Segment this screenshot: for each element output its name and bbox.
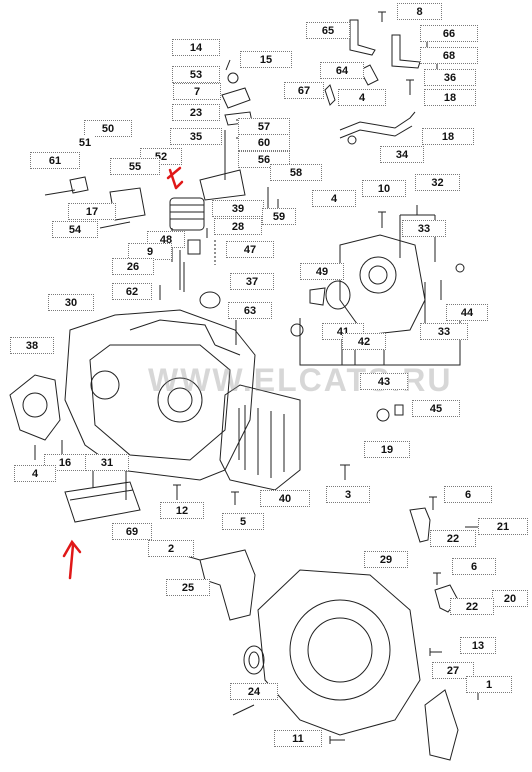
callout-14[interactable]: 14 [172, 39, 220, 56]
callout-8[interactable]: 8 [397, 3, 442, 20]
callout-61[interactable]: 61 [30, 152, 80, 169]
callout-27[interactable]: 27 [432, 662, 474, 679]
callout-40[interactable]: 40 [260, 490, 310, 507]
callout-3[interactable]: 3 [326, 486, 370, 503]
callout-60[interactable]: 60 [238, 134, 290, 151]
callout-47[interactable]: 47 [226, 241, 274, 258]
callout-66[interactable]: 66 [420, 25, 478, 42]
callout-65[interactable]: 65 [306, 22, 350, 39]
callout-7[interactable]: 7 [173, 83, 221, 100]
oil-seal-24 [243, 645, 265, 675]
callout-13[interactable]: 13 [460, 637, 496, 654]
callout-30[interactable]: 30 [48, 294, 94, 311]
callout-25[interactable]: 25 [166, 579, 210, 596]
callout-4c[interactable]: 4 [14, 465, 56, 482]
callout-49[interactable]: 49 [300, 263, 344, 280]
callout-17[interactable]: 17 [68, 203, 116, 220]
callout-57[interactable]: 57 [238, 118, 290, 135]
callout-53[interactable]: 53 [172, 66, 220, 83]
callout-6[interactable]: 6 [444, 486, 492, 503]
callout-55[interactable]: 55 [110, 158, 160, 175]
callout-20[interactable]: 20 [492, 590, 528, 607]
callout-68[interactable]: 68 [420, 47, 478, 64]
callout-37[interactable]: 37 [230, 273, 274, 290]
callout-51[interactable]: 51 [76, 135, 94, 152]
callout-4b[interactable]: 4 [312, 190, 356, 207]
callout-6b[interactable]: 6 [452, 558, 496, 575]
oil-filter-39 [169, 197, 205, 231]
callout-15[interactable]: 15 [240, 51, 292, 68]
callout-22b[interactable]: 22 [450, 598, 494, 615]
callout-39[interactable]: 39 [212, 200, 264, 217]
callout-21[interactable]: 21 [478, 518, 528, 535]
callout-19[interactable]: 19 [364, 441, 410, 458]
red-annotation-x [166, 166, 184, 190]
callout-64[interactable]: 64 [320, 62, 364, 79]
rear-cover [339, 234, 426, 336]
callout-43[interactable]: 43 [360, 373, 408, 390]
oil-pan [219, 384, 301, 491]
callout-18[interactable]: 18 [424, 89, 476, 106]
callout-18b[interactable]: 18 [422, 128, 474, 145]
oil-filter-screen [64, 481, 141, 523]
callout-58[interactable]: 58 [270, 164, 322, 181]
callout-33b[interactable]: 33 [420, 323, 468, 340]
callout-9[interactable]: 9 [128, 243, 172, 260]
callout-23[interactable]: 23 [172, 104, 220, 121]
callout-50[interactable]: 50 [84, 120, 132, 137]
callout-38[interactable]: 38 [10, 337, 54, 354]
callout-11[interactable]: 11 [274, 730, 322, 747]
bracket-27 [424, 689, 459, 761]
callout-59[interactable]: 59 [262, 208, 296, 225]
callout-28[interactable]: 28 [214, 218, 262, 235]
callout-22[interactable]: 22 [430, 530, 476, 547]
callout-45[interactable]: 45 [412, 400, 460, 417]
callout-4[interactable]: 4 [338, 89, 386, 106]
callout-2[interactable]: 2 [148, 540, 194, 557]
red-annotation-arrow [62, 539, 82, 580]
callout-33[interactable]: 33 [402, 220, 446, 237]
callout-56[interactable]: 56 [238, 151, 290, 168]
callout-63[interactable]: 63 [228, 302, 272, 319]
callout-1[interactable]: 1 [466, 676, 512, 693]
callout-62[interactable]: 62 [112, 283, 152, 300]
callout-44[interactable]: 44 [446, 304, 488, 321]
oil-tube-34 [339, 111, 416, 131]
callout-24[interactable]: 24 [230, 683, 278, 700]
callout-29[interactable]: 29 [364, 551, 408, 568]
callout-42[interactable]: 42 [342, 333, 386, 350]
callout-26[interactable]: 26 [112, 258, 154, 275]
callout-31[interactable]: 31 [85, 454, 129, 471]
callout-67[interactable]: 67 [284, 82, 324, 99]
callout-36[interactable]: 36 [424, 69, 476, 86]
callout-5[interactable]: 5 [222, 513, 264, 530]
callout-32[interactable]: 32 [415, 174, 460, 191]
callout-12[interactable]: 12 [160, 502, 204, 519]
side-cover [9, 374, 61, 441]
callout-54[interactable]: 54 [52, 221, 98, 238]
converter-housing [257, 569, 421, 736]
callout-10[interactable]: 10 [362, 180, 406, 197]
transmission-case [64, 309, 256, 481]
callout-35[interactable]: 35 [170, 128, 222, 145]
callout-69[interactable]: 69 [112, 523, 152, 540]
callout-34[interactable]: 34 [380, 146, 424, 163]
